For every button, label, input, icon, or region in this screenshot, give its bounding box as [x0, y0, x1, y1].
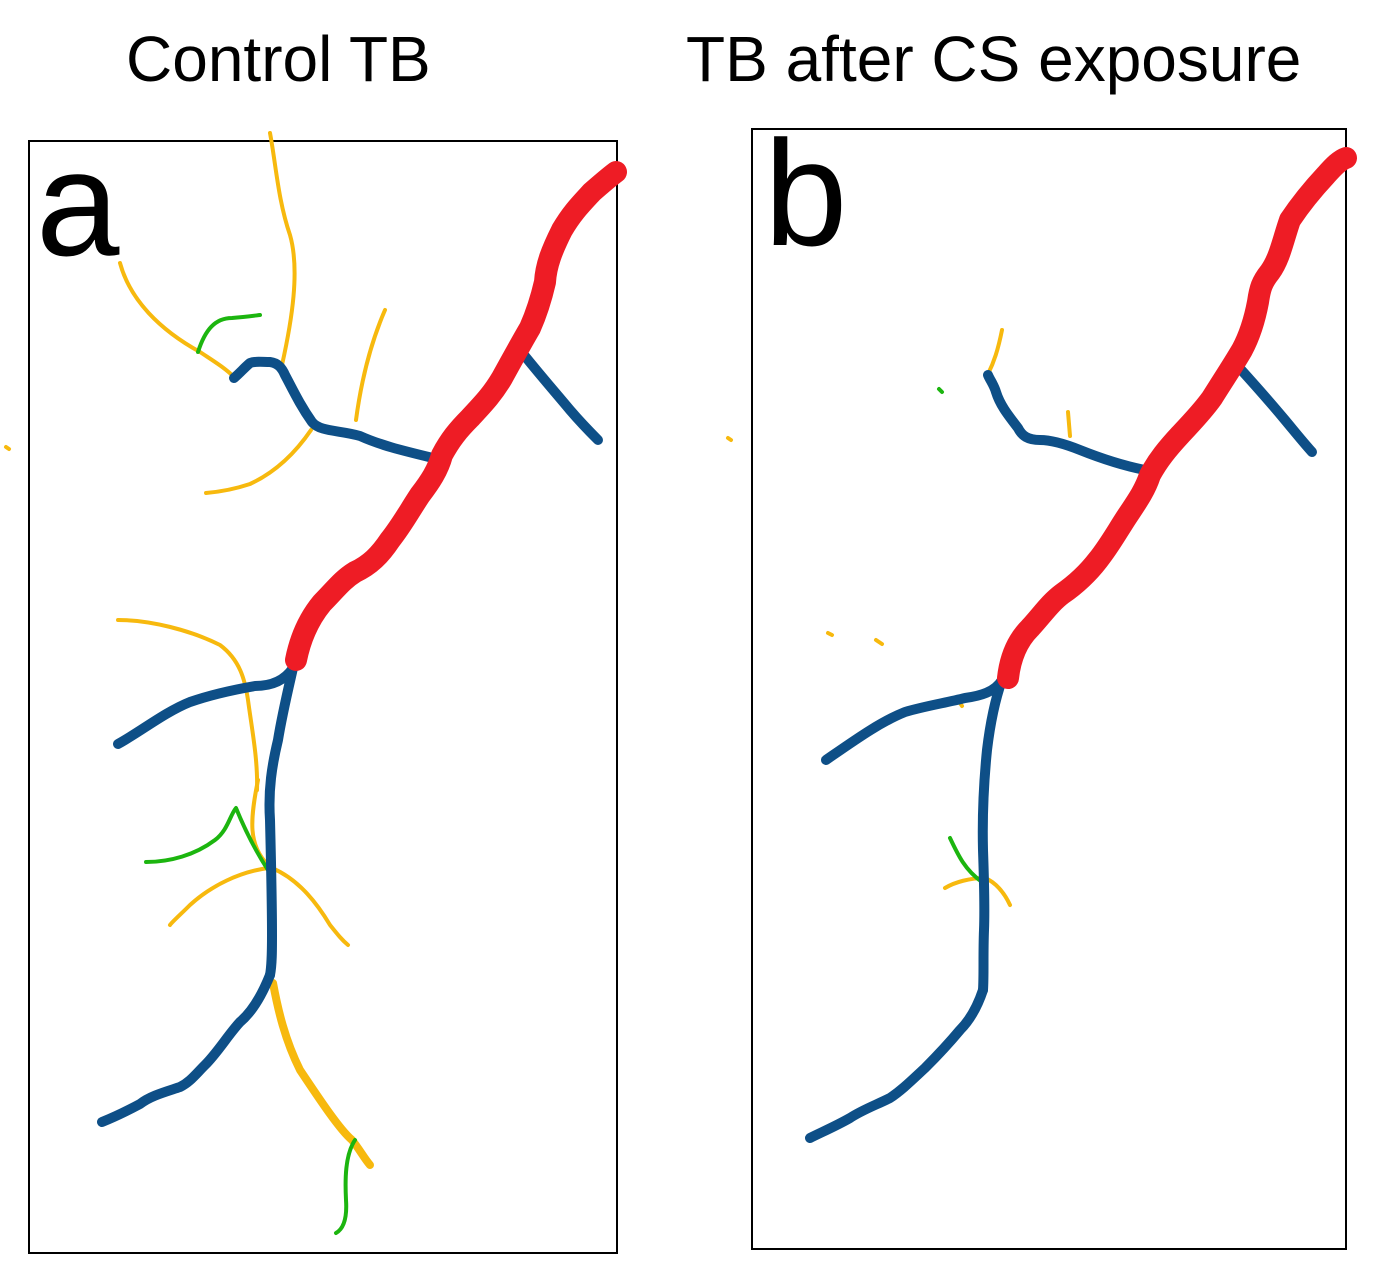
panel-b-small-branch: [943, 876, 1012, 907]
panel-b-title: TB after CS exposure: [686, 23, 1302, 95]
panel-a-small-branch: [269, 979, 374, 1169]
panel-a-branch: [97, 970, 275, 1127]
panel-b-branch: [805, 985, 988, 1143]
panel-b-branch: [977, 675, 1007, 995]
panel-a-small-branch: [354, 308, 387, 422]
panel-b-fine-branch: [948, 836, 984, 884]
panel-b-small-branch: [1066, 410, 1072, 438]
panel-b-main-trunk: [997, 147, 1357, 689]
panel-a-small-branch: [204, 428, 313, 495]
panel-a-label: a: [36, 119, 120, 287]
panel-a-small-branch: [118, 261, 236, 379]
panel-b-branch: [1230, 358, 1317, 457]
panel-a-small-branch: [116, 618, 260, 792]
panel-b-branch: [983, 370, 1150, 475]
panel-a-branch: [264, 663, 298, 980]
panel-a-small-branch: [4, 445, 11, 451]
panel-b-tree: [726, 147, 1357, 1143]
panel-a-title: Control TB: [126, 23, 431, 95]
panel-b-fine-branch: [937, 387, 944, 394]
panel-b-small-branch: [986, 328, 1004, 376]
panel-a-fine-branch: [334, 1138, 357, 1235]
panel-a-small-branch: [270, 866, 350, 947]
panel-b-small-branch: [726, 436, 733, 442]
panel-a-branch: [113, 663, 298, 749]
panel-a-main-trunk: [285, 161, 627, 671]
panel-a-small-branch: [268, 131, 297, 367]
panel-a-branch: [515, 345, 603, 445]
panel-b-branch: [821, 675, 1007, 765]
panel-a-small-branch: [168, 866, 270, 927]
panel-a-tree: [4, 131, 627, 1235]
panel-a-fine-branch: [144, 806, 270, 872]
panel-b-small-branch: [874, 638, 884, 646]
panel-a-branch: [229, 356, 438, 463]
panel-b-small-branch: [826, 631, 834, 637]
panel-a-fine-branch: [196, 313, 262, 354]
panel-b-label: b: [764, 109, 848, 277]
